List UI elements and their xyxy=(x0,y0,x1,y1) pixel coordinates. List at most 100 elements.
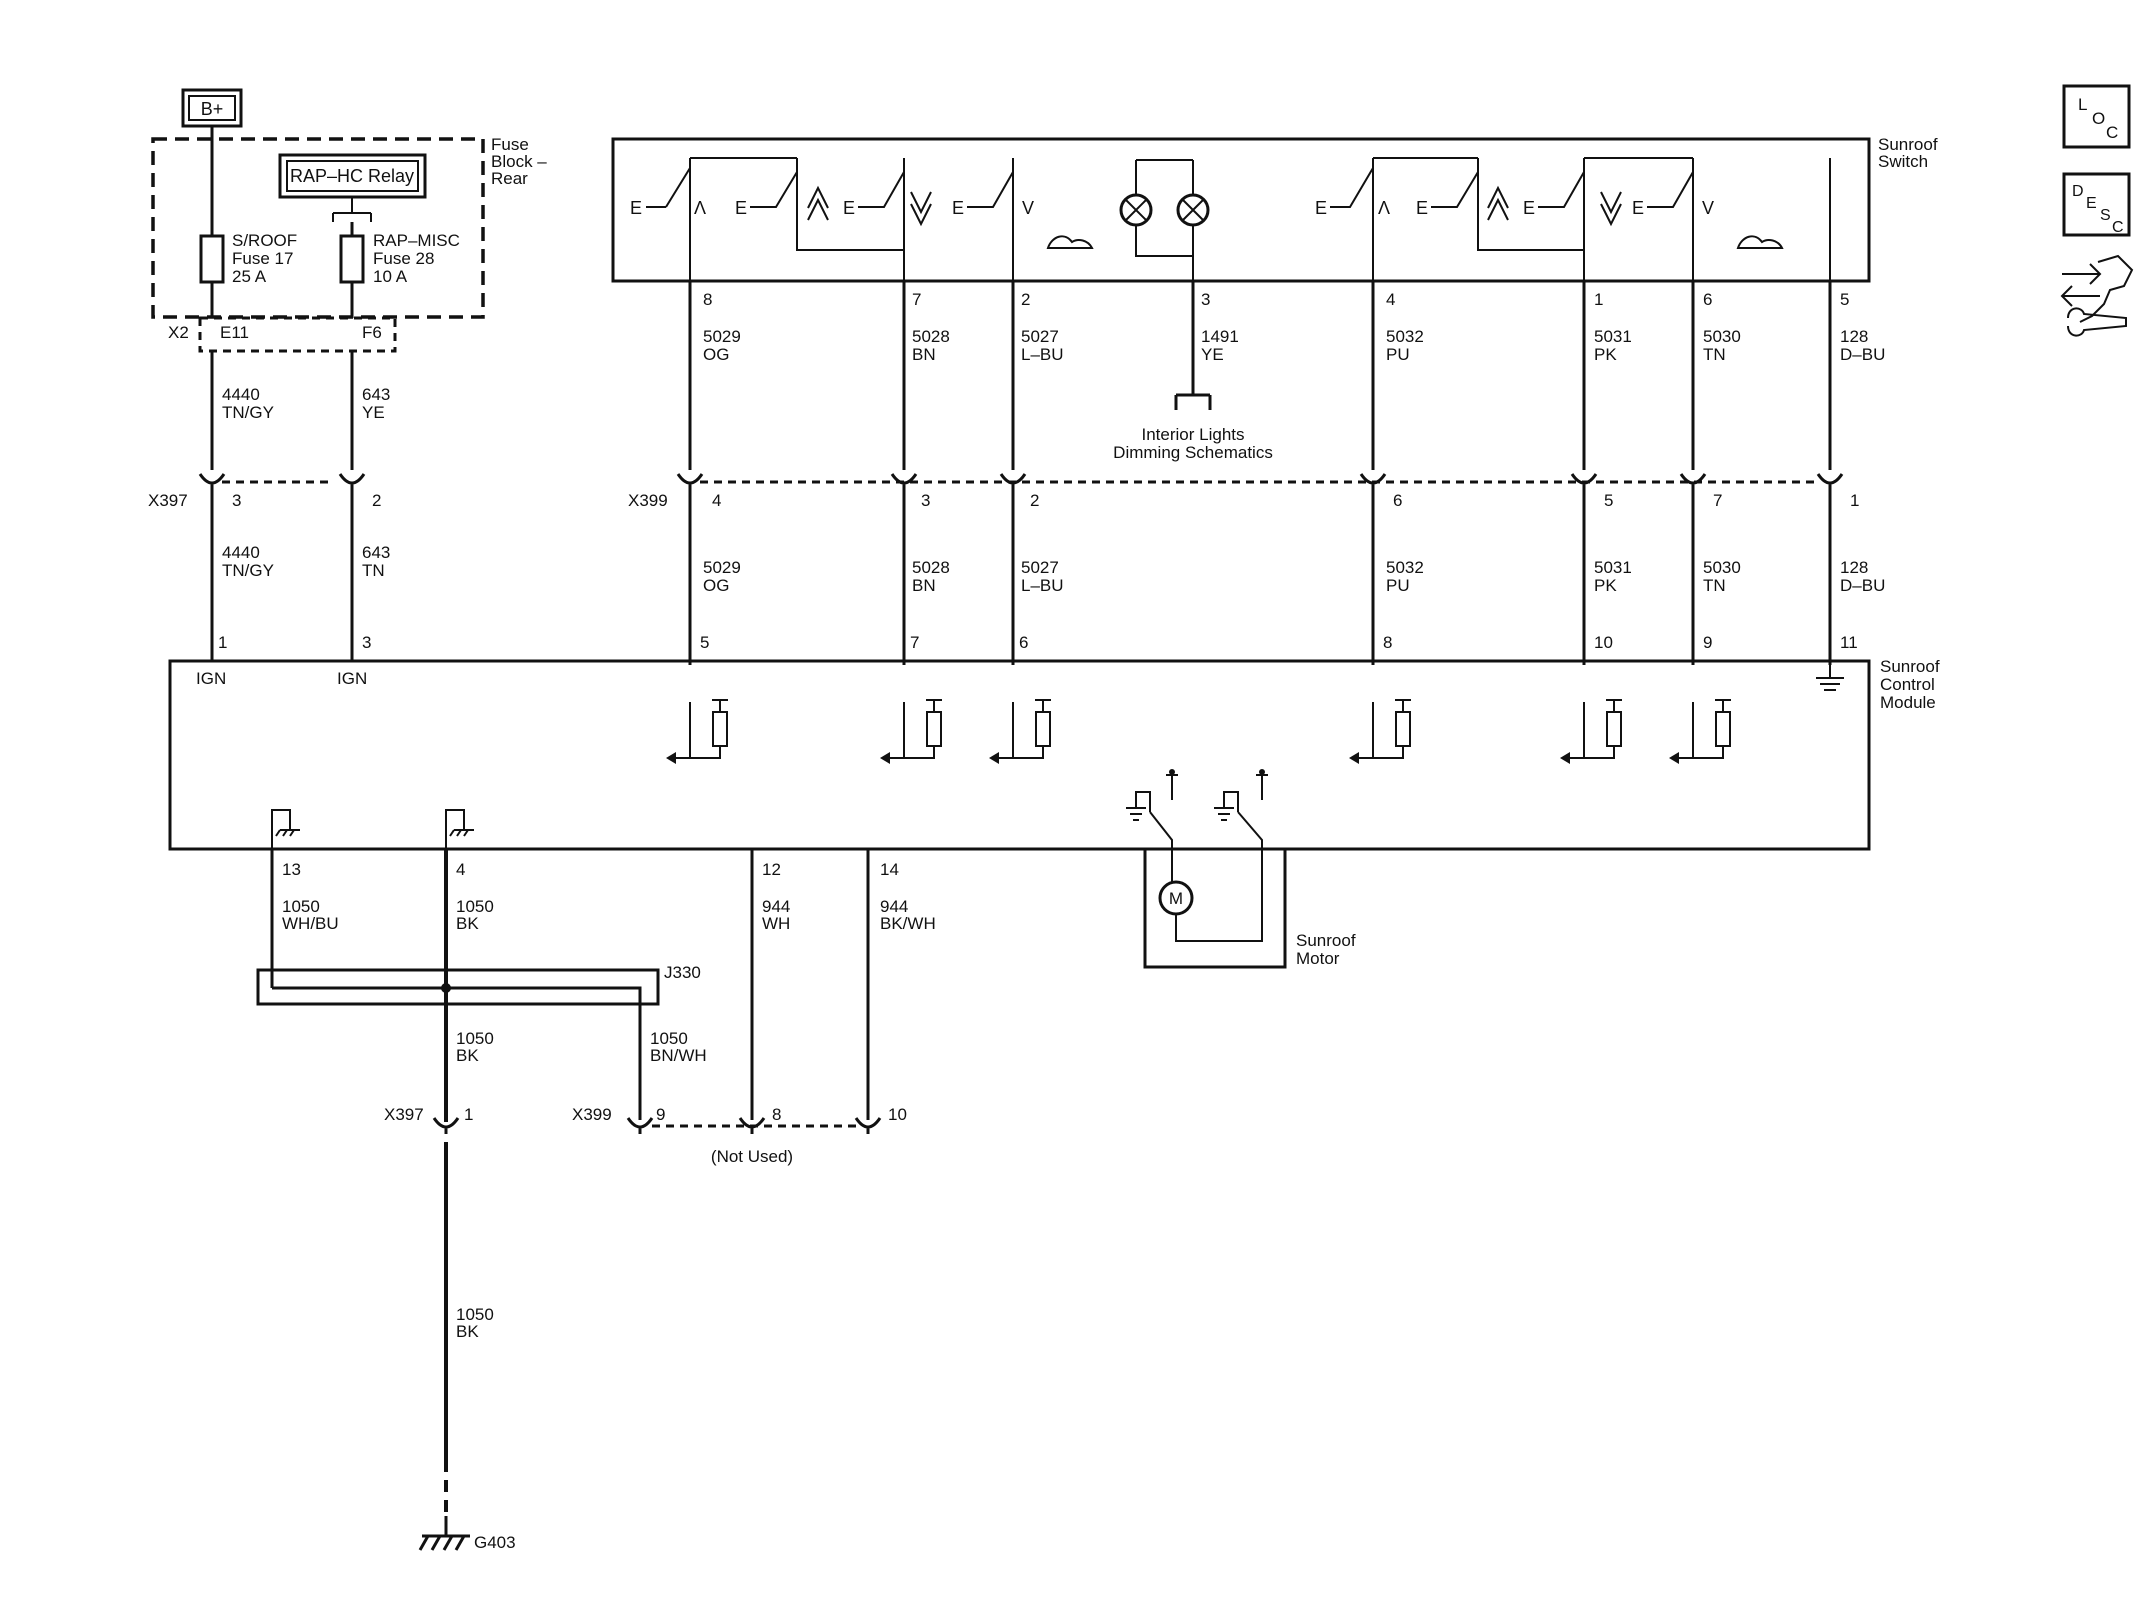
svg-text:O: O xyxy=(2092,109,2105,128)
input-pullup-resistor xyxy=(1564,699,1622,759)
svg-text:2: 2 xyxy=(1021,290,1030,309)
switch-group-right: E Λ E E E V xyxy=(1315,157,1831,281)
svg-text:25 A: 25 A xyxy=(232,267,267,286)
svg-text:7: 7 xyxy=(912,290,921,309)
svg-text:TN: TN xyxy=(362,561,385,580)
service-icon[interactable] xyxy=(2060,254,2134,337)
svg-text:BN: BN xyxy=(912,576,936,595)
resistor-body xyxy=(1606,711,1622,747)
svg-text:TN/GY: TN/GY xyxy=(222,403,274,422)
svg-text:BN/WH: BN/WH xyxy=(650,1046,707,1065)
svg-text:L–BU: L–BU xyxy=(1021,576,1064,595)
connector-terminal xyxy=(854,1117,882,1134)
svg-text:Block –: Block – xyxy=(491,152,547,171)
connector-terminal xyxy=(1570,473,1598,490)
input-arrow xyxy=(1669,752,1679,764)
svg-text:7: 7 xyxy=(910,633,919,652)
svg-text:Λ: Λ xyxy=(1378,198,1390,218)
svg-text:5: 5 xyxy=(700,633,709,652)
svg-text:5: 5 xyxy=(1604,491,1613,510)
svg-text:X2: X2 xyxy=(168,323,189,342)
svg-text:1050: 1050 xyxy=(650,1029,688,1048)
svg-text:YE: YE xyxy=(1201,345,1224,364)
svg-text:YE: YE xyxy=(362,403,385,422)
svg-text:Interior Lights: Interior Lights xyxy=(1142,425,1245,444)
svg-text:BK: BK xyxy=(456,1322,479,1341)
svg-text:944: 944 xyxy=(762,897,790,916)
svg-text:5031: 5031 xyxy=(1594,327,1632,346)
svg-text:E: E xyxy=(735,198,747,218)
svg-text:Module: Module xyxy=(1880,693,1936,712)
svg-text:1: 1 xyxy=(1594,290,1603,309)
svg-text:F6: F6 xyxy=(362,323,382,342)
svg-text:128: 128 xyxy=(1840,558,1868,577)
svg-text:8: 8 xyxy=(772,1105,781,1124)
motor-relay-left xyxy=(1126,769,1178,870)
resistor-body xyxy=(1035,711,1051,747)
svg-text:V: V xyxy=(1702,198,1714,218)
resistor-body xyxy=(926,711,942,747)
svg-text:C: C xyxy=(2106,123,2118,142)
svg-text:4: 4 xyxy=(456,860,465,879)
svg-text:G403: G403 xyxy=(474,1533,516,1552)
fuse-block: Fuse Block – Rear RAP–HC Relay S/ROOF Fu… xyxy=(151,126,547,353)
sunroof-switch: Sunroof Switch E Λ E E E V xyxy=(611,135,1938,283)
svg-text:BN: BN xyxy=(912,345,936,364)
svg-text:C: C xyxy=(2112,219,2124,236)
input-arrow xyxy=(880,752,890,764)
connector-terminal xyxy=(198,473,226,490)
svg-text:6: 6 xyxy=(1393,491,1402,510)
svg-text:4440: 4440 xyxy=(222,543,260,562)
svg-text:10: 10 xyxy=(888,1105,907,1124)
svg-text:RAP–HC Relay: RAP–HC Relay xyxy=(290,166,414,186)
svg-text:6: 6 xyxy=(1019,633,1028,652)
svg-text:E11: E11 xyxy=(220,323,249,342)
svg-text:E: E xyxy=(952,198,964,218)
bottom-circuits: 13 4 12 14 1050 WH/BU 1050 BK 944 WH 944… xyxy=(256,849,936,1552)
svg-text:643: 643 xyxy=(362,543,390,562)
svg-text:Control: Control xyxy=(1880,675,1935,694)
svg-text:5028: 5028 xyxy=(912,558,950,577)
motor-relay-right xyxy=(1214,769,1268,870)
svg-text:E: E xyxy=(1416,198,1428,218)
input-arrow xyxy=(666,752,676,764)
power-source: B+ xyxy=(181,88,243,128)
svg-text:E: E xyxy=(843,198,855,218)
svg-text:Λ: Λ xyxy=(694,198,706,218)
input-pullup-resistor xyxy=(993,699,1051,759)
svg-text:BK: BK xyxy=(456,914,479,933)
svg-text:Sunroof: Sunroof xyxy=(1880,657,1940,676)
svg-text:5030: 5030 xyxy=(1703,558,1741,577)
svg-text:5030: 5030 xyxy=(1703,327,1741,346)
loc-icon[interactable]: L O C xyxy=(2062,84,2131,149)
input-arrow xyxy=(1560,752,1570,764)
svg-text:TN: TN xyxy=(1703,576,1726,595)
svg-text:2: 2 xyxy=(1030,491,1039,510)
svg-text:8: 8 xyxy=(1383,633,1392,652)
svg-text:L–BU: L–BU xyxy=(1021,345,1064,364)
svg-text:TN: TN xyxy=(1703,345,1726,364)
sunroof-motor: M Sunroof Motor xyxy=(1143,847,1356,969)
svg-text:E: E xyxy=(1315,198,1327,218)
svg-text:1050: 1050 xyxy=(456,1305,494,1324)
input-pullup-resistor xyxy=(1353,699,1411,759)
desc-icon[interactable]: D E S C xyxy=(2062,172,2131,237)
svg-text:5032: 5032 xyxy=(1386,558,1424,577)
svg-text:Sunroof: Sunroof xyxy=(1878,135,1938,154)
splice-j330: J330 xyxy=(256,963,701,1120)
connector-terminal xyxy=(1359,473,1387,490)
resistor-body xyxy=(1395,711,1411,747)
svg-text:4: 4 xyxy=(712,491,721,510)
svg-text:E: E xyxy=(1632,198,1644,218)
svg-text:PK: PK xyxy=(1594,576,1617,595)
svg-text:OG: OG xyxy=(703,576,729,595)
svg-text:3: 3 xyxy=(1201,290,1210,309)
svg-text:D–BU: D–BU xyxy=(1840,345,1885,364)
svg-text:Sunroof: Sunroof xyxy=(1296,931,1356,950)
connector-row-middle: X397 X399 3 2 4 3 2 6 5 7 1 xyxy=(148,480,1859,510)
connector-terminal xyxy=(890,473,918,490)
svg-text:128: 128 xyxy=(1840,327,1868,346)
svg-text:E: E xyxy=(630,198,642,218)
svg-text:PK: PK xyxy=(1594,345,1617,364)
svg-text:IGN: IGN xyxy=(196,669,226,688)
